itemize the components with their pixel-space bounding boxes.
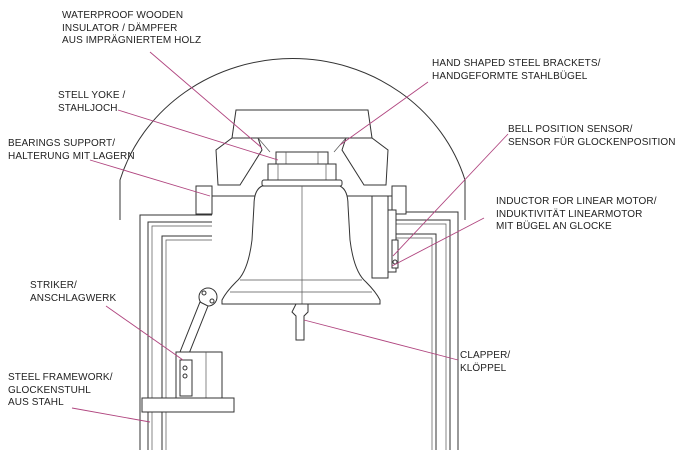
wooden-insulator [231, 109, 373, 139]
label-inductor: INDUCTOR FOR LINEAR MOTOR/ INDUKTIVITÄT … [496, 196, 657, 232]
steel-yoke [261, 151, 343, 187]
label-sensor: BELL POSITION SENSOR/ SENSOR FÜR GLOCKEN… [508, 124, 676, 148]
label-striker: STRIKER/ ANSCHLAGWERK [30, 280, 117, 304]
label-framework: STEEL FRAMEWORK/ GLOCKENSTUHL AUS STAHL [8, 372, 113, 408]
label-insulator: WATERPROOF WOODEN INSULATOR / DÄMPFER AU… [62, 10, 202, 46]
striker [141, 287, 235, 413]
label-clapper: CLAPPER/ KLÖPPEL [460, 350, 511, 374]
clapper [291, 303, 309, 341]
bell [221, 185, 381, 305]
steel-framework [139, 211, 459, 450]
label-brackets: HAND SHAPED STEEL BRACKETS/ HANDGEFORMTE… [432, 58, 601, 82]
dome-outline [119, 58, 466, 220]
steel-brackets [215, 137, 389, 186]
leader-lines [71, 51, 509, 423]
label-bearings: BEARINGS SUPPORT/ HALTERUNG MIT LAGERN [8, 138, 135, 162]
label-yoke: STELL YOKE / STAHLJOCH [58, 90, 126, 114]
